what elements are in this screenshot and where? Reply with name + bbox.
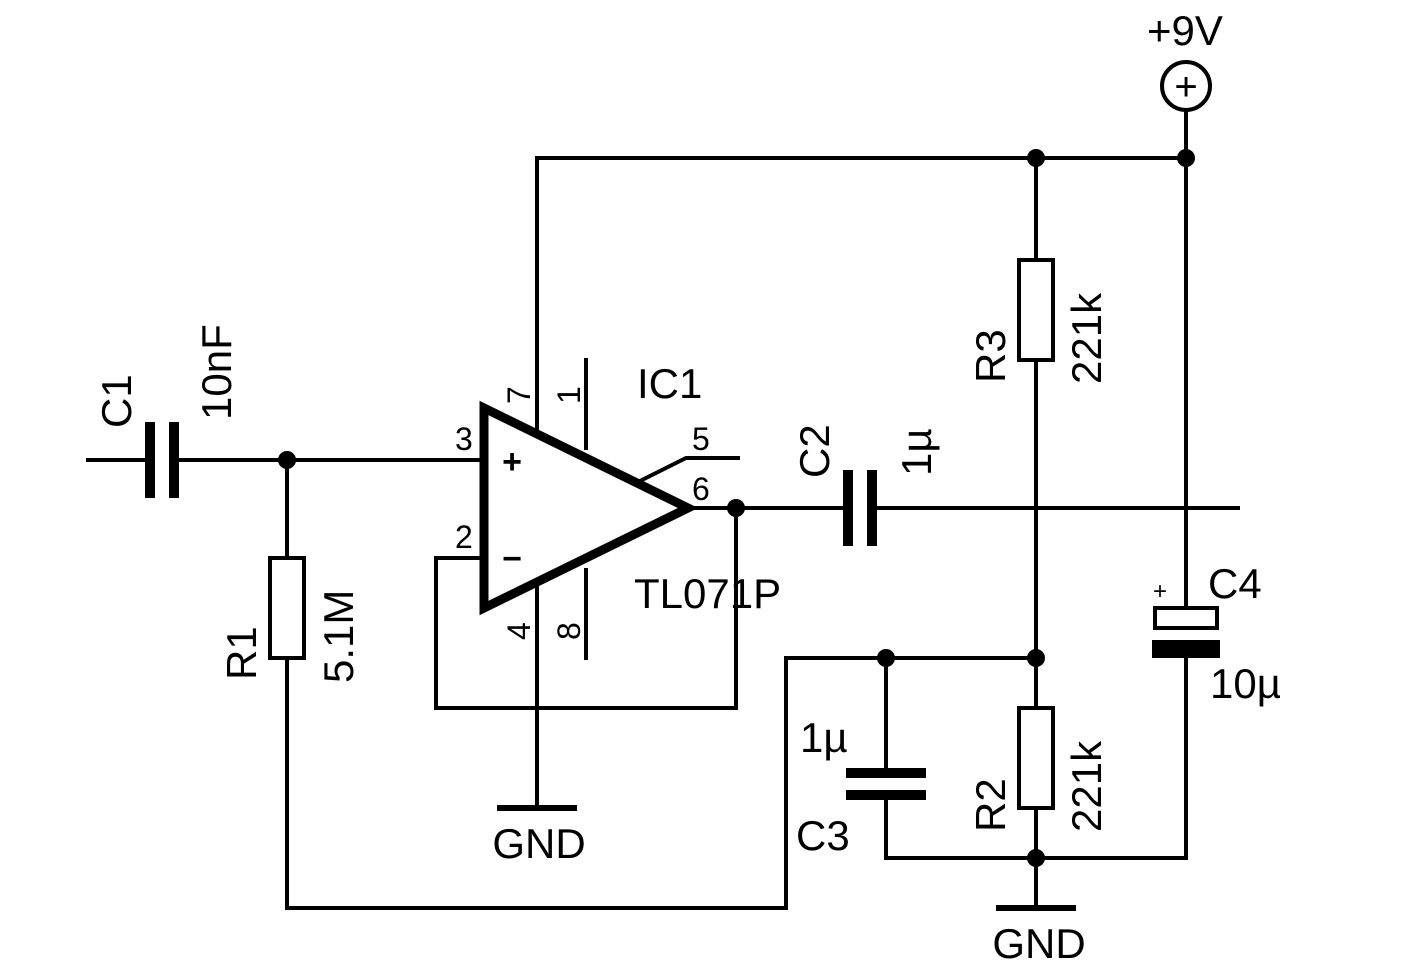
capacitor-plate bbox=[867, 470, 877, 546]
supply-terminal: + +9V bbox=[1147, 7, 1223, 112]
resistor-r3: R3 221k bbox=[967, 258, 1110, 384]
pin-label-7: 7 bbox=[501, 386, 537, 404]
ic-ref-label: IC1 bbox=[637, 360, 702, 407]
wires bbox=[86, 110, 1240, 910]
capacitor-plate bbox=[846, 790, 926, 800]
c1-ref-label: C1 bbox=[93, 374, 140, 428]
opamp-ic1: + − IC1 TL071P 3 2 5 6 7 1 4 8 bbox=[455, 360, 781, 640]
capacitor-plate bbox=[169, 422, 179, 498]
c3-value-label: 1µ bbox=[800, 714, 848, 761]
r1-value-label: 5.1M bbox=[315, 590, 362, 683]
ground-right-label: GND bbox=[992, 920, 1085, 967]
capacitor-plate bbox=[846, 768, 926, 778]
opamp-plus-sign: + bbox=[502, 443, 522, 481]
c4-polarity-mark: + bbox=[1153, 578, 1167, 605]
supply-terminal-icon bbox=[1160, 60, 1212, 112]
pin-label-4: 4 bbox=[501, 622, 537, 640]
opamp-minus-sign: − bbox=[502, 540, 522, 578]
c2-ref-label: C2 bbox=[791, 424, 838, 478]
capacitor-c4: + C4 10µ bbox=[1152, 560, 1281, 707]
c4-value-label: 10µ bbox=[1210, 660, 1281, 707]
capacitor-positive-plate bbox=[1153, 606, 1219, 630]
junctions bbox=[278, 149, 1195, 867]
ground-left-label: GND bbox=[492, 820, 585, 867]
wire-pin5 bbox=[637, 456, 740, 484]
ground-right: GND bbox=[992, 905, 1086, 967]
capacitor-c3: 1µ C3 bbox=[796, 714, 926, 859]
r3-value-label: 221k bbox=[1063, 292, 1110, 384]
junction-dot bbox=[278, 451, 296, 469]
resistor-r1: R1 5.1M bbox=[218, 556, 362, 683]
c1-value-label: 10nF bbox=[193, 324, 240, 420]
wire-r1-bottom-to-c3 bbox=[285, 656, 1038, 910]
ground-left: GND bbox=[492, 805, 586, 867]
junction-dot bbox=[1027, 149, 1045, 167]
wire-pin7-to-supply bbox=[535, 156, 1188, 432]
r3-ref-label: R3 bbox=[967, 329, 1014, 383]
c2-value-label: 1µ bbox=[893, 428, 940, 476]
capacitor-c1: C1 10nF bbox=[93, 324, 240, 498]
ground-icon bbox=[996, 905, 1076, 911]
junction-dot bbox=[727, 499, 745, 517]
c4-ref-label: C4 bbox=[1208, 560, 1262, 607]
pin-label-5: 5 bbox=[692, 421, 710, 457]
pin-label-6: 6 bbox=[692, 471, 710, 507]
pin-label-1: 1 bbox=[551, 386, 587, 404]
opamp-triangle bbox=[479, 400, 699, 616]
junction-dot bbox=[1027, 649, 1045, 667]
junction-dot bbox=[1027, 849, 1045, 867]
junction-dot bbox=[877, 649, 895, 667]
pin-label-2: 2 bbox=[455, 519, 473, 555]
wire-c4-bottom bbox=[884, 654, 1188, 860]
pin-label-3: 3 bbox=[455, 421, 473, 457]
wire-feedback-loop bbox=[434, 506, 738, 710]
ground-icon bbox=[497, 805, 577, 811]
resistor-r2: R2 221k bbox=[967, 706, 1110, 832]
supply-terminal-symbol: + bbox=[1174, 65, 1197, 109]
c3-ref-label: C3 bbox=[796, 812, 850, 859]
capacitor-plate bbox=[145, 422, 155, 498]
supply-voltage-label: +9V bbox=[1147, 7, 1223, 54]
r1-ref-label: R1 bbox=[218, 626, 265, 680]
r2-ref-label: R2 bbox=[967, 778, 1014, 832]
pin-label-8: 8 bbox=[551, 622, 587, 640]
capacitor-negative-plate bbox=[1152, 640, 1220, 658]
resistor-body bbox=[1017, 258, 1055, 362]
junction-dot bbox=[1177, 149, 1195, 167]
resistor-body bbox=[1017, 706, 1055, 810]
r2-value-label: 221k bbox=[1063, 740, 1110, 832]
resistor-body bbox=[268, 556, 306, 660]
capacitor-plate bbox=[843, 470, 853, 546]
capacitor-c2: C2 1µ bbox=[791, 424, 940, 546]
ic-part-label: TL071P bbox=[634, 570, 781, 617]
